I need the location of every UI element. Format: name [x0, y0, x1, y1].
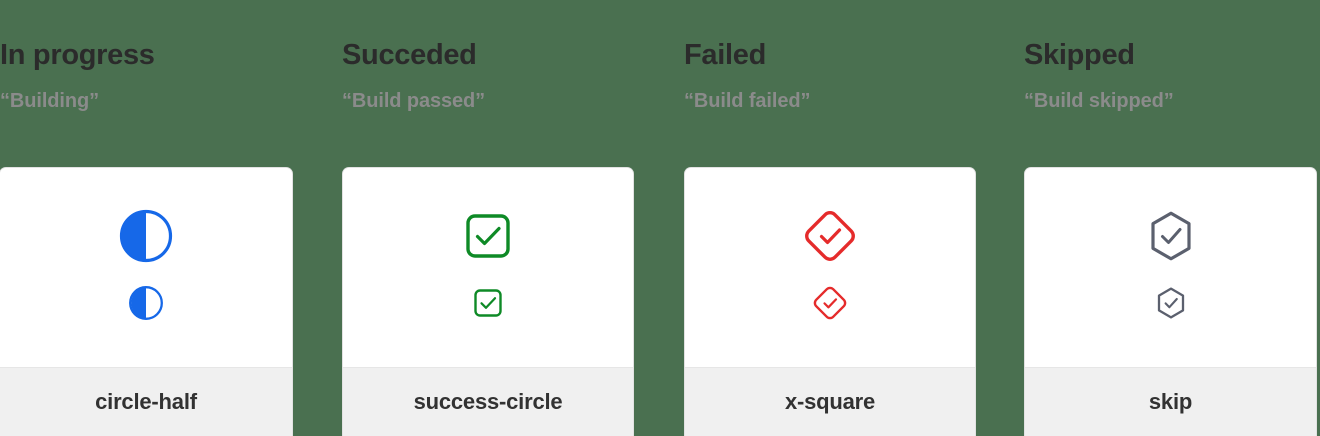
- icon-card-body: [1025, 168, 1316, 367]
- column-title: Succeded: [342, 39, 477, 71]
- status-column-in-progress: In progress “Building” cir: [0, 0, 293, 436]
- icon-card[interactable]: skip: [1024, 167, 1317, 436]
- column-subtitle: “Build skipped”: [1024, 90, 1174, 112]
- icon-card-footer: x-square: [685, 367, 975, 436]
- x-square-icon: [802, 208, 858, 264]
- icon-name-label: success-circle: [413, 389, 563, 414]
- column-title: In progress: [0, 39, 155, 71]
- icon-card-body: [0, 168, 292, 367]
- column-title: Failed: [684, 39, 766, 71]
- icon-card-body: [685, 168, 975, 367]
- skip-icon: [1143, 208, 1199, 264]
- icon-name-label: circle-half: [95, 389, 197, 414]
- icon-card-footer: circle-half: [0, 367, 292, 436]
- icon-card[interactable]: circle-half: [0, 167, 293, 436]
- success-circle-icon: [460, 208, 516, 264]
- icon-card-footer: skip: [1025, 367, 1316, 436]
- icon-name-label: skip: [1148, 389, 1193, 414]
- status-column-succeded: Succeded “Build passed” su: [342, 0, 634, 436]
- skip-icon-small: [1153, 285, 1189, 321]
- circle-half-icon-small: [128, 285, 164, 321]
- icon-name-label: x-square: [784, 389, 876, 414]
- status-column-skipped: Skipped “Build skipped” sk: [1024, 0, 1317, 436]
- icon-card-body: [343, 168, 633, 367]
- x-square-icon-small: [812, 285, 848, 321]
- column-subtitle: “Building”: [0, 90, 99, 112]
- circle-half-icon: [118, 208, 174, 264]
- status-column-failed: Failed “Build failed”: [684, 0, 976, 436]
- column-subtitle: “Build failed”: [684, 90, 811, 112]
- column-subtitle: “Build passed”: [342, 90, 486, 112]
- success-circle-icon-small: [470, 285, 506, 321]
- icon-card-footer: success-circle: [343, 367, 633, 436]
- icon-card[interactable]: x-square: [684, 167, 976, 436]
- column-title: Skipped: [1024, 39, 1135, 71]
- icon-card[interactable]: success-circle: [342, 167, 634, 436]
